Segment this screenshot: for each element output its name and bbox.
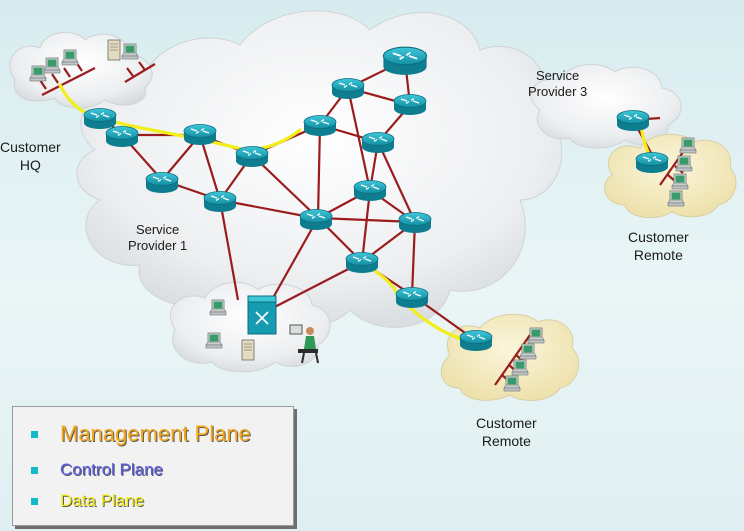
customer-hq-label-line-2: HQ	[19, 157, 41, 173]
workstation-icon	[527, 327, 545, 344]
router-icon	[145, 171, 179, 194]
bullet-icon	[31, 430, 38, 438]
legend-box: Management Plane Control Plane Data Plan…	[12, 406, 294, 526]
service-provider-3-label-line-2: Provider 3	[528, 84, 588, 99]
router-icon	[105, 125, 139, 148]
router-icon	[345, 251, 379, 274]
workstation-icon	[675, 155, 693, 172]
customer-remote-right-label-line-2: Remote	[633, 247, 683, 263]
router-icon	[299, 208, 333, 231]
multilayer-switch-icon	[247, 295, 277, 335]
workstation-icon	[29, 65, 47, 82]
router-icon	[459, 329, 493, 352]
legend-label-data-plane: Data Plane	[60, 491, 145, 510]
core-router-icon	[382, 46, 428, 76]
legend-item-management-plane: Management Plane	[31, 421, 251, 447]
workstation-icon	[121, 43, 139, 60]
router-icon	[331, 77, 365, 100]
router-icon	[395, 286, 429, 309]
workstation-icon	[667, 190, 685, 207]
router-icon	[361, 131, 395, 154]
customer-hq-label: Customer HQ	[0, 138, 61, 174]
router-icon	[83, 107, 117, 130]
legend-item-data-plane: Data Plane	[31, 491, 144, 511]
network-admin-icon	[289, 324, 319, 364]
customer-remote-bottom-label-line-1: Customer	[476, 415, 537, 431]
workstation-icon	[503, 375, 521, 392]
customer-remote-bottom-label: Customer Remote	[476, 414, 537, 450]
workstation-icon	[61, 49, 79, 66]
bullet-icon	[31, 466, 38, 474]
router-icon	[353, 179, 387, 202]
workstation-icon	[209, 299, 227, 316]
workstation-icon	[671, 173, 689, 190]
customer-hq-label-line-1: Customer	[0, 139, 61, 155]
router-icon	[183, 123, 217, 146]
bullet-icon	[31, 497, 38, 505]
router-icon	[235, 145, 269, 168]
legend-label-control-plane: Control Plane	[60, 460, 164, 479]
router-icon	[635, 151, 669, 174]
service-provider-1-label-line-2: Provider 1	[128, 238, 188, 253]
service-provider-3-label-line-1: Service	[535, 68, 580, 83]
router-icon	[203, 190, 237, 213]
service-provider-1-label: Service Provider 1	[128, 222, 187, 254]
router-icon	[616, 109, 650, 132]
router-icon	[393, 93, 427, 116]
workstation-icon	[511, 359, 529, 376]
customer-remote-right-label-line-1: Customer	[628, 229, 689, 245]
workstation-icon	[43, 57, 61, 74]
service-provider-3-label: Service Provider 3	[528, 68, 587, 100]
workstation-icon	[679, 137, 697, 154]
customer-remote-right-label: Customer Remote	[628, 228, 689, 264]
router-icon	[398, 211, 432, 234]
workstation-icon	[205, 332, 223, 349]
service-provider-1-label-line-1: Service	[135, 222, 180, 237]
server-icon	[107, 39, 121, 61]
workstation-icon	[519, 343, 537, 360]
server-icon	[241, 339, 255, 361]
legend-item-control-plane: Control Plane	[31, 460, 163, 480]
legend-label-management-plane: Management Plane	[60, 421, 251, 446]
customer-remote-bottom-label-line-2: Remote	[481, 433, 531, 449]
router-icon	[303, 114, 337, 137]
